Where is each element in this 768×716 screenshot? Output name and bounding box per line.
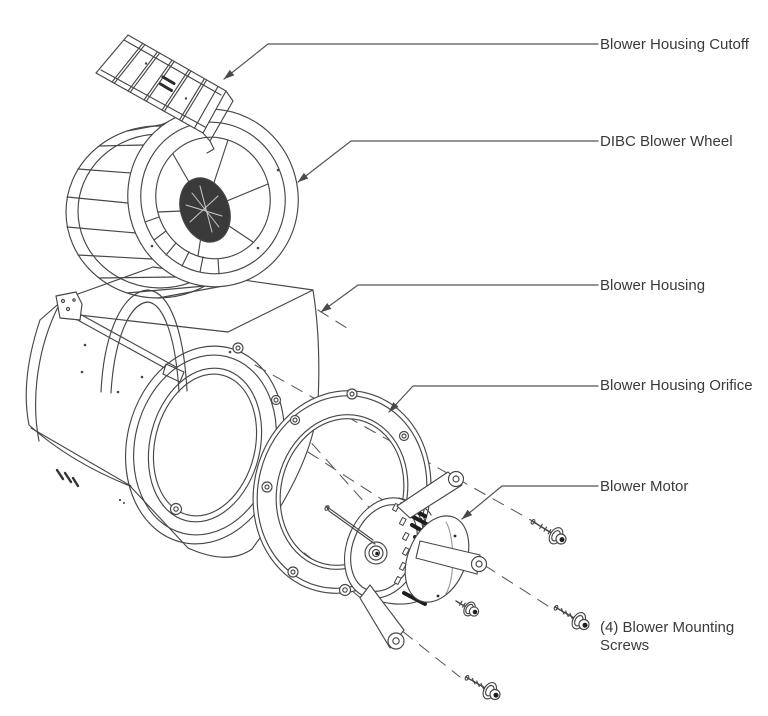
mounting-screw <box>530 518 567 545</box>
leader-blower-housing-orifice <box>388 385 599 413</box>
leader-lines <box>223 43 599 520</box>
mounting-screws-art <box>455 518 590 701</box>
label-blower-housing: Blower Housing <box>600 277 706 294</box>
leader-blower-housing <box>320 284 599 313</box>
leader-dibc-blower-wheel <box>297 140 599 183</box>
label-blower-housing-orifice: Blower Housing Orifice <box>600 377 753 394</box>
leader-blower-motor <box>461 485 599 520</box>
blower-housing-cutoff-art <box>95 34 234 154</box>
label-blower-housing-cutoff: Blower Housing Cutoff <box>600 36 749 53</box>
mounting-screw <box>464 674 501 701</box>
blower-housing-art <box>25 266 320 558</box>
label-dibc-blower-wheel: DIBC Blower Wheel <box>600 133 733 150</box>
label-blower-mounting-screws: (4) Blower Mounting Screws <box>600 619 735 655</box>
leader-blower-housing-cutoff <box>223 43 599 80</box>
mounting-screw <box>553 604 590 631</box>
blower-wheel-art <box>65 108 299 299</box>
mounting-screw <box>455 600 480 617</box>
label-blower-motor: Blower Motor <box>600 478 689 495</box>
blower-motor-art <box>324 470 488 650</box>
